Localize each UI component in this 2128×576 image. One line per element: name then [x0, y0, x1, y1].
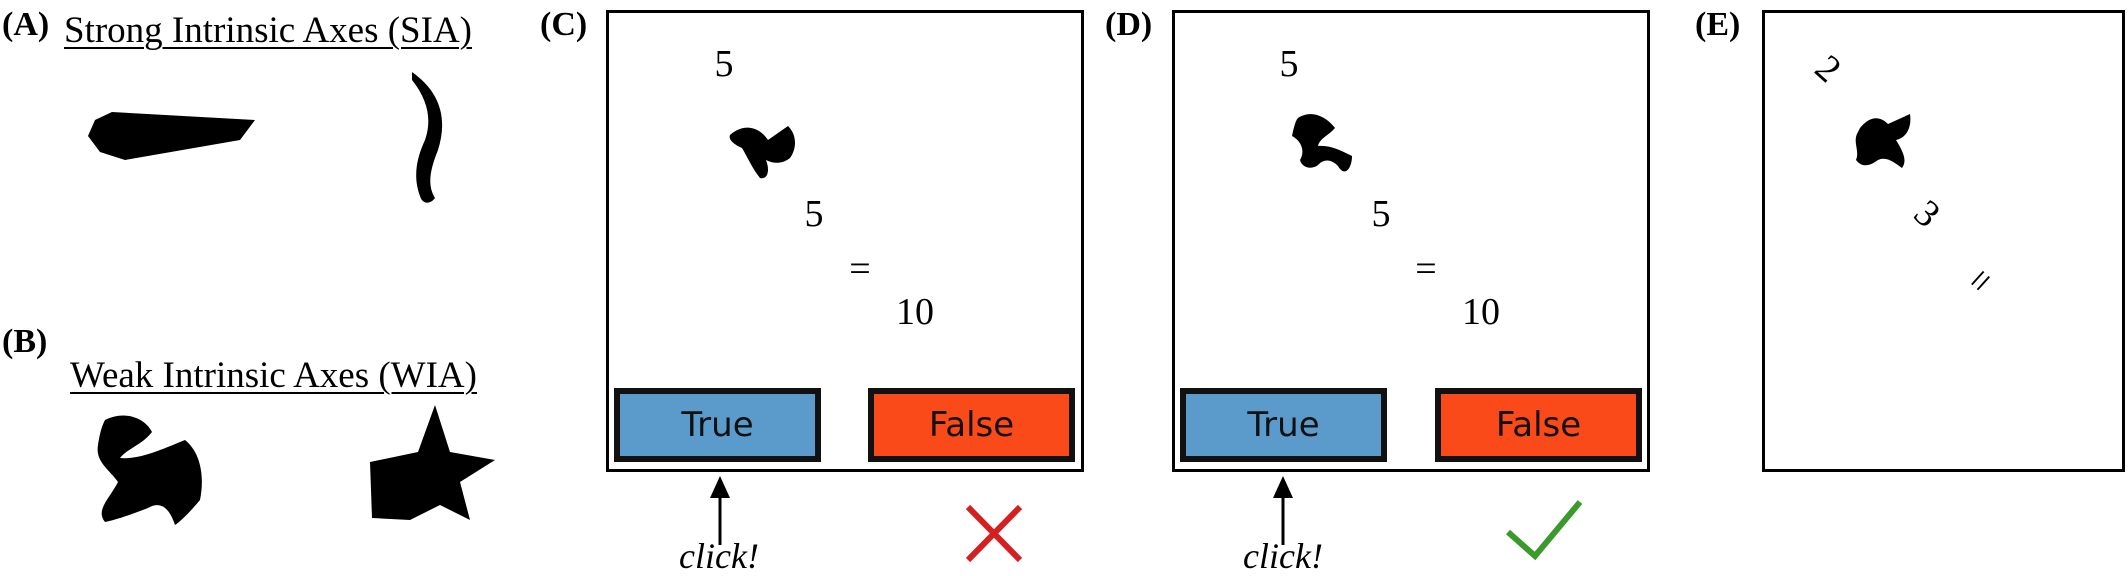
panel-e-stimulus-shape: [1855, 114, 1911, 168]
panel-d-true-button[interactable]: True: [1180, 388, 1387, 462]
panel-a-label: (A): [2, 6, 50, 43]
panel-d-result: 10: [1462, 291, 1500, 333]
panel-a-title: Strong Intrinsic Axes (SIA): [64, 10, 472, 51]
panel-c-operand-1: 5: [714, 43, 734, 85]
panel-d-click-arrow-icon: [1273, 476, 1293, 545]
panel-b-title: Weak Intrinsic Axes (WIA): [70, 355, 477, 396]
panel-d-operand-1: 5: [1279, 43, 1299, 85]
panel-b-label: (B): [2, 323, 48, 360]
wia-star-shape: [370, 405, 495, 520]
panel-d-stimulus-shape: [1292, 114, 1352, 172]
sia-elongated-shape: [88, 112, 255, 160]
panel-c-operand-2: 5: [804, 193, 824, 235]
panel-c-click-arrow-icon: [710, 476, 730, 545]
panel-c-equals: =: [849, 248, 871, 290]
panel-c-click-text: click!: [679, 536, 759, 576]
panel-c-true-button[interactable]: True: [614, 388, 821, 462]
incorrect-cross-icon: [965, 504, 1023, 563]
panel-d-operand-2: 5: [1371, 193, 1391, 235]
panel-d-label: (D): [1105, 6, 1153, 43]
panel-d-click-text: click!: [1243, 536, 1323, 576]
panel-e-label: (E): [1695, 6, 1741, 43]
panel-c-result: 10: [896, 291, 934, 333]
panel-c-label: (C): [540, 6, 588, 43]
sia-curved-shape: [412, 72, 443, 203]
panel-e-screen: [1762, 10, 2125, 472]
panel-d-equals: =: [1415, 248, 1437, 290]
panel-c-false-button[interactable]: False: [868, 388, 1075, 462]
wia-blob-shape: [97, 415, 202, 525]
panel-c-stimulus-shape: [729, 126, 795, 179]
correct-check-icon: [1506, 500, 1583, 561]
panel-d-false-button[interactable]: False: [1435, 388, 1642, 462]
